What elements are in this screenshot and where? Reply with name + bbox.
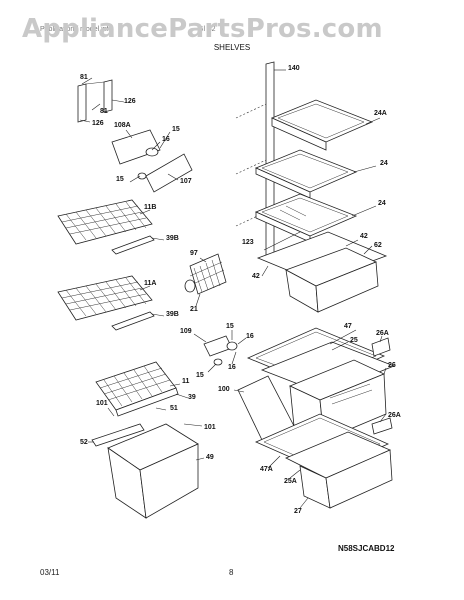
callout-24: 24 (378, 200, 386, 207)
callout-11b: 11B (144, 204, 157, 211)
callout-47: 47 (344, 323, 352, 330)
callout-109: 109 (180, 328, 192, 335)
callout-24: 24 (380, 160, 388, 167)
callout-126: 126 (92, 120, 104, 127)
callout-39b: 39B (166, 311, 179, 318)
footer-page-number: 8 (229, 568, 234, 577)
callout-11a: 11A (144, 280, 157, 287)
callout-16: 16 (228, 364, 236, 371)
callout-126: 126 (124, 98, 136, 105)
callout-81: 81 (100, 108, 108, 115)
callout-15: 15 (116, 176, 124, 183)
callout-47a: 47A (260, 466, 273, 473)
lower-left-shelf-and-drawer (88, 361, 205, 519)
watermark-logo: AppliancePartsPros.com (22, 14, 383, 44)
callout-97: 97 (190, 250, 198, 257)
callout-51: 51 (170, 405, 178, 412)
callout-15: 15 (172, 126, 180, 133)
callout-42: 42 (252, 273, 260, 280)
callout-52: 52 (80, 439, 88, 446)
crisper-drawers (233, 327, 396, 509)
callout-39: 39 (188, 394, 196, 401)
callout-101: 101 (204, 424, 216, 431)
callout-49: 49 (206, 454, 214, 461)
callout-62: 62 (374, 242, 382, 249)
callout-26: 26 (388, 362, 396, 369)
control-109 (193, 330, 247, 373)
pan-assembly (256, 231, 388, 313)
callout-25: 25 (350, 337, 358, 344)
callout-42: 42 (360, 233, 368, 240)
callout-21: 21 (190, 306, 198, 313)
callout-140: 140 (288, 65, 300, 72)
callout-27: 27 (294, 508, 302, 515)
callout-108a: 108A (114, 122, 131, 129)
footer-date: 03/11 (40, 568, 60, 577)
callout-15: 15 (226, 323, 234, 330)
callout-25a: 25A (284, 478, 297, 485)
callout-101: 101 (96, 400, 108, 407)
shelf-rail-and-glass-shelves (235, 61, 381, 257)
callout-123: 123 (242, 239, 254, 246)
header-publication-text: Publication / model info (40, 26, 113, 33)
control-housing (111, 129, 193, 193)
callout-24a: 24A (374, 110, 387, 117)
header-model-text: Gl S2 (198, 26, 216, 33)
callout-16: 16 (162, 136, 170, 143)
callout-26a: 26A (388, 412, 401, 419)
wire-shelf-11b (57, 199, 165, 255)
callout-81: 81 (80, 74, 88, 81)
diagram-code: N58SJCABD12 (338, 544, 395, 553)
wire-shelf-11a (57, 275, 165, 331)
callout-11: 11 (182, 378, 190, 385)
diagram-title: SHELVES (213, 43, 251, 52)
callout-26a: 26A (376, 330, 389, 337)
callout-16: 16 (246, 333, 254, 340)
callout-15: 15 (196, 372, 204, 379)
bracket-assembly (77, 77, 125, 123)
callout-39b: 39B (166, 235, 179, 242)
coil-assembly (184, 253, 227, 307)
callout-107: 107 (180, 178, 192, 185)
callout-100: 100 (218, 386, 230, 393)
